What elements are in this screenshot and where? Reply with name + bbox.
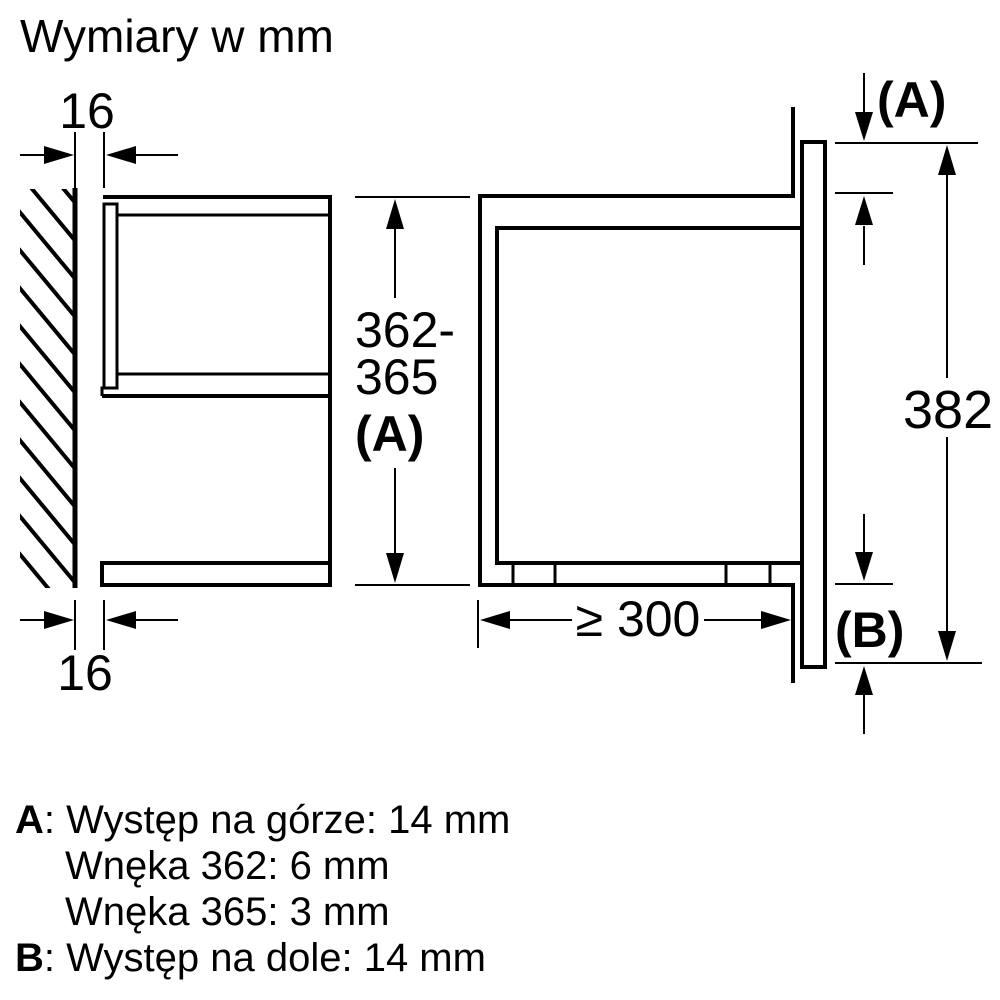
dim-extension-lines [835, 583, 982, 664]
dim-wall-gap-bottom-label: 16 [57, 645, 113, 701]
arrow-down-icon [938, 631, 956, 661]
note-a-text: : Występ na górze: 14 mm [43, 798, 511, 842]
note-niche-362-text: Wnęka 362: 6 mm [65, 844, 390, 888]
page-title: Wymiary w mm [20, 10, 334, 62]
installation-notes: A: Występ na górze: 14 mm Wnęka 362: 6 m… [15, 797, 510, 981]
arrow-up-icon [938, 145, 956, 175]
appliance-front-view [478, 107, 827, 683]
dim-extension-lines [835, 142, 978, 194]
arrow-down-icon [386, 553, 404, 583]
note-bottom-protrusion: B: Występ na dole: 14 mm [15, 935, 510, 981]
arrow-right-icon [761, 611, 791, 629]
arrow-down-icon [855, 112, 873, 141]
arrow-right-icon [44, 611, 74, 629]
bottom-protrusion-ref-label: (B) [835, 602, 904, 658]
dim-wall-gap-bottom: 16 [20, 600, 178, 701]
niche-height-ref-label: (A) [355, 406, 424, 462]
arrow-down-icon [855, 552, 873, 581]
top-protrusion-ref-label: (A) [877, 72, 946, 128]
dim-extension-lines [355, 196, 470, 586]
dim-bottom-protrusion: (B) [835, 514, 982, 734]
arrow-left-icon [106, 611, 136, 629]
wall-section [20, 188, 78, 588]
note-niche-362: Wnęka 362: 6 mm [15, 843, 510, 889]
note-b-label: B [15, 936, 44, 980]
frame-height-label: 382 [903, 380, 993, 440]
cabinet-back-batten [102, 202, 119, 390]
dim-extension-lines [74, 132, 105, 188]
niche-height-range-line1: 362- [355, 302, 455, 358]
note-top-protrusion: A: Występ na górze: 14 mm [15, 797, 510, 843]
appliance-feet [511, 563, 772, 585]
niche-height-range-line2: 365 [355, 349, 438, 405]
arrow-left-icon [480, 611, 510, 629]
dim-frame-height: 382 [903, 145, 993, 661]
min-depth-label: ≥ 300 [576, 591, 701, 647]
arrow-left-icon [106, 146, 136, 164]
arrow-up-icon [855, 196, 873, 225]
arrow-up-icon [386, 199, 404, 229]
arrow-right-icon [44, 146, 74, 164]
wall-hatching-icon [20, 189, 77, 588]
dim-wall-gap-top-label: 16 [59, 83, 115, 139]
dim-top-protrusion: (A) [835, 72, 978, 265]
note-niche-365-text: Wnęka 365: 3 mm [65, 890, 390, 934]
note-b-text: : Występ na dole: 14 mm [43, 936, 486, 980]
note-a-label: A [15, 798, 44, 842]
dim-niche-height: 362- 365 (A) [355, 196, 470, 586]
dim-extension-lines [74, 600, 105, 650]
appliance-body-outline [495, 226, 802, 565]
dim-wall-gap-top: 16 [20, 83, 178, 188]
arrow-up-icon [855, 666, 873, 695]
dim-min-depth: ≥ 300 [477, 591, 791, 648]
niche-outline [478, 107, 795, 683]
appliance-front-frame [800, 140, 827, 669]
cabinet-bottom-panel [100, 561, 332, 587]
note-niche-365: Wnęka 365: 3 mm [15, 889, 510, 935]
cabinet-shelf-step [100, 386, 104, 396]
cabinet-side-view [100, 195, 332, 587]
